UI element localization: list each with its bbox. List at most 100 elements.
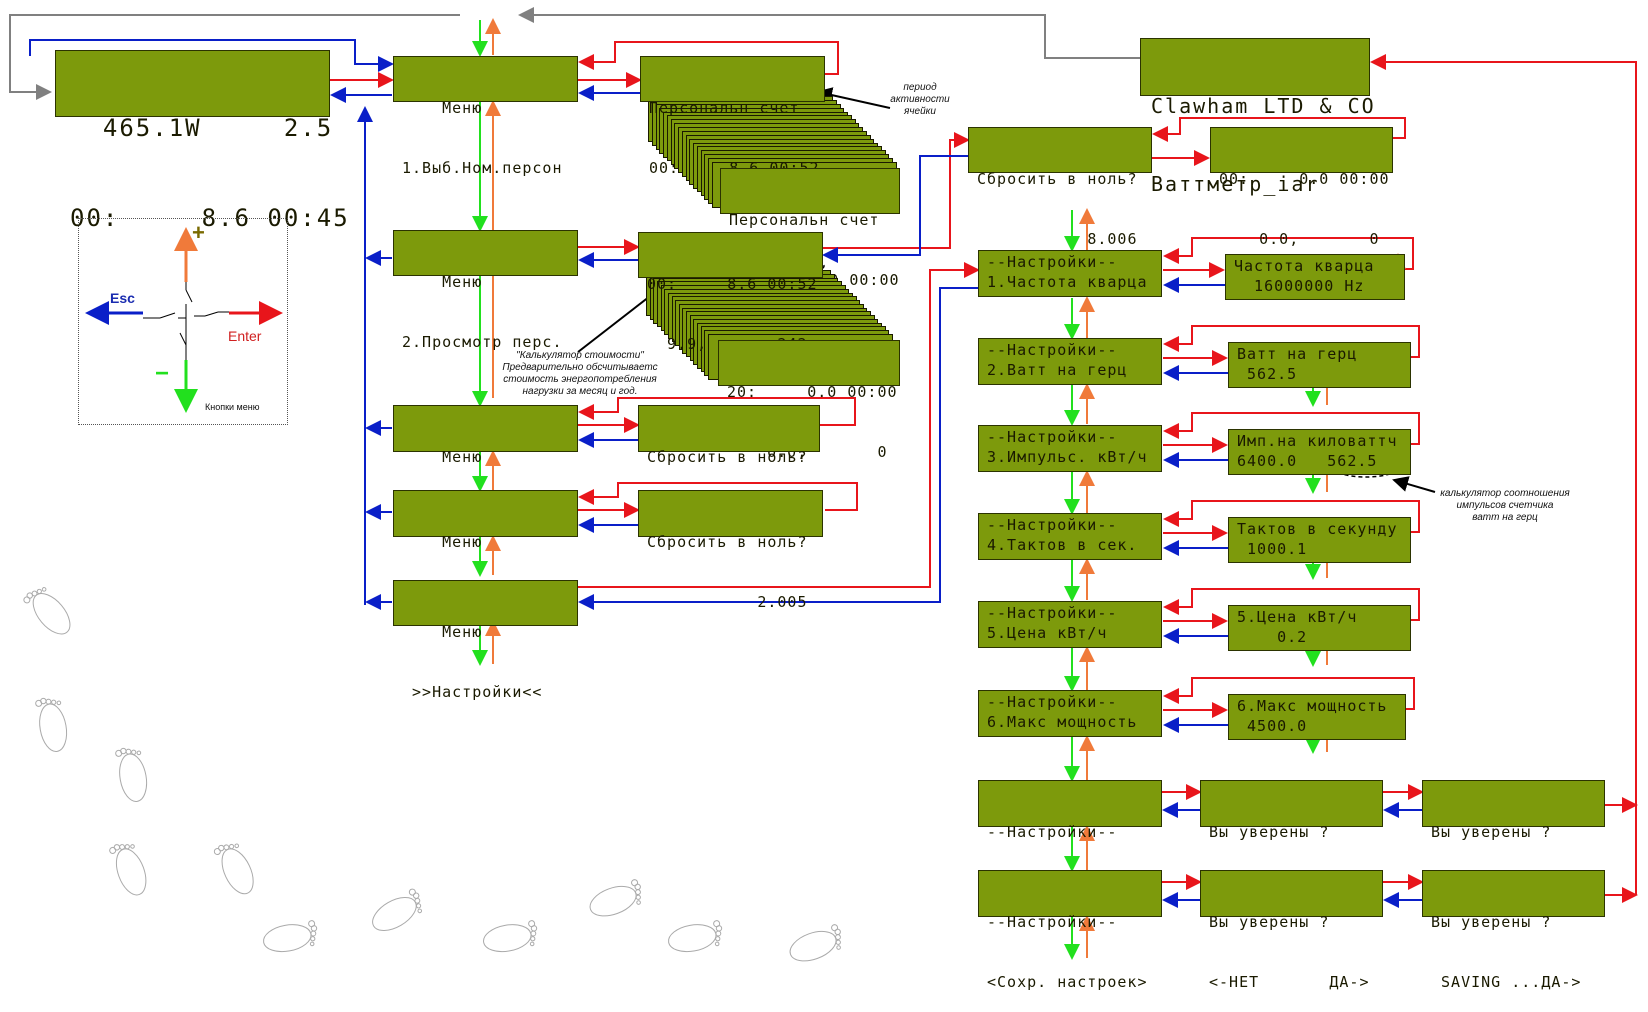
menu3-4-links bbox=[578, 397, 858, 533]
menu-title: Меню bbox=[402, 273, 483, 291]
value-title: Частота кварца bbox=[1234, 257, 1375, 275]
confirm-options: <-НЕТ ДА-> bbox=[1209, 973, 1370, 991]
view-person-last: 20: 0.0 00:00 0.0, 0 bbox=[718, 340, 900, 461]
settings-title: --Настройки-- bbox=[987, 428, 1118, 446]
restore-defaults-menu[interactable]: --Настройки-- <Вост.умолчания> bbox=[978, 780, 1162, 901]
value-number: 0.2 bbox=[1237, 628, 1308, 646]
settings-label: 3.Импульс. кВт/ч bbox=[987, 448, 1148, 466]
menu-label: 1.Выб.Ном.персон bbox=[402, 159, 563, 177]
settings-title: --Настройки-- bbox=[987, 341, 1118, 359]
menu-item-select-person[interactable]: Меню 1.Выб.Ном.персон bbox=[393, 56, 578, 177]
confirm-question: Вы уверены ? bbox=[1209, 913, 1330, 931]
save-settings-menu[interactable]: --Настройки-- <Сохр. настроек> bbox=[978, 870, 1162, 991]
person-stats: 00: 8.6 00:52 bbox=[647, 275, 818, 293]
settings-value-3[interactable]: Имп.на киловаттч 6400.0 562.5 bbox=[1228, 429, 1411, 475]
personal-account-last: Персональн счет 20: 0.0 00:00 bbox=[720, 168, 900, 289]
splash-screen: Clawham LTD & CO Ваттметр_iar bbox=[1140, 38, 1374, 196]
settings-item-3[interactable]: --Настройки-- 3.Импульс. кВт/ч bbox=[978, 425, 1162, 472]
value-title: Тактов в секунду bbox=[1237, 520, 1398, 538]
settings-nav-arrows bbox=[1064, 208, 1095, 960]
confirm-question: Сбросить в ноль? bbox=[647, 448, 808, 466]
value-number: 16000000 Hz bbox=[1234, 277, 1365, 295]
settings-value-6[interactable]: 6.Макс мощность 4500.0 bbox=[1228, 694, 1406, 740]
settings-title: --Настройки-- bbox=[987, 604, 1118, 622]
legend-arrows bbox=[85, 227, 283, 413]
result-line1: 00: 0.0 00:00 bbox=[1219, 170, 1390, 188]
settings-value-2[interactable]: Ватт на герц 562.5 bbox=[1228, 342, 1411, 388]
reset-total-confirm[interactable]: Сбросить в ноль? 8.006 bbox=[638, 405, 820, 526]
menu5-settings-links bbox=[578, 262, 980, 610]
settings-title: --Настройки-- bbox=[987, 693, 1118, 711]
main-menu-links bbox=[29, 39, 394, 605]
confirm-value: 2.005 bbox=[647, 593, 808, 611]
settings-label: 4.Тактов в сек. bbox=[987, 536, 1138, 554]
settings-title: --Настройки-- bbox=[987, 913, 1118, 931]
reset-person-result: 00: 0.0 00:00 0.0, 0 bbox=[1210, 127, 1393, 248]
value-title: 5.Цена кВт/ч bbox=[1237, 608, 1358, 626]
settings-value-5[interactable]: 5.Цена кВт/ч 0.2 bbox=[1228, 605, 1411, 651]
return-line bbox=[9, 7, 1140, 100]
settings-item-4[interactable]: --Настройки-- 4.Тактов в сек. bbox=[978, 513, 1162, 560]
value-number: 1000.1 bbox=[1237, 540, 1308, 558]
result-line2: 0.0, 0 bbox=[1219, 230, 1380, 248]
menu-title: Меню bbox=[402, 448, 483, 466]
reset-person-confirm[interactable]: Сбросить в ноль? 8.006 bbox=[968, 127, 1152, 248]
value-number: 4500.0 bbox=[1237, 717, 1308, 735]
restore-defaults-confirm[interactable]: Вы уверены ? <-НЕТ ДА-> bbox=[1200, 780, 1383, 901]
menu-item-reset-current[interactable]: Меню 4.Сброс текущего bbox=[393, 490, 578, 611]
menu-item-reset-total[interactable]: Меню 3.Сброс общего bbox=[393, 405, 578, 526]
value-number: 6400.0 562.5 bbox=[1237, 452, 1378, 470]
confirm-question: Вы уверены ? bbox=[1431, 823, 1552, 841]
confirm-question: Сбросить в ноль? bbox=[977, 170, 1138, 188]
save-return-link bbox=[1163, 677, 1415, 710]
status-message: SAVING ...ДА-> bbox=[1431, 973, 1582, 991]
settings-item-2[interactable]: --Настройки--2.Ватт на герц bbox=[978, 338, 1162, 385]
buttons-legend bbox=[78, 218, 288, 425]
value-number: 562.5 bbox=[1237, 365, 1298, 383]
account-title: Персональн счет bbox=[649, 99, 800, 117]
main-display: 465.1W 2.5 00: 8.6 00:45 bbox=[55, 50, 348, 232]
legend-switches bbox=[143, 282, 229, 360]
reset-current-confirm[interactable]: Сбросить в ноль? 2.005 bbox=[638, 490, 823, 611]
save-return-link bbox=[1163, 500, 1420, 533]
menu-label: 2.Просмотр перс. bbox=[402, 333, 563, 351]
settings-title: --Настройки-- bbox=[987, 516, 1118, 534]
note-ratio-calculator: калькулятор соотношения импульсов счетчи… bbox=[1440, 488, 1570, 523]
settings-item-6[interactable]: --Настройки-- 6.Макс мощность bbox=[978, 690, 1162, 737]
personal-account-first: Персональн счет 00: 8.6 00:52 bbox=[640, 56, 825, 177]
splash-line1: Clawham LTD & CO bbox=[1151, 94, 1376, 118]
menu-title: Меню bbox=[402, 533, 483, 551]
confirm-question: Сбросить в ноль? bbox=[647, 533, 808, 551]
settings-value-4[interactable]: Тактов в секунду 1000.1 bbox=[1228, 517, 1411, 563]
legend-esc: Esc bbox=[110, 290, 135, 306]
menu-item-settings[interactable]: Меню >>Настройки<< bbox=[393, 580, 578, 701]
settings-label: 1.Частота кварца bbox=[987, 273, 1148, 291]
account-title: Персональн счет bbox=[729, 211, 880, 229]
settings-value-1[interactable]: Частота кварца 16000000 Hz bbox=[1225, 254, 1405, 300]
legend-enter: Enter bbox=[228, 328, 262, 344]
menu-title: Меню bbox=[402, 99, 483, 117]
confirm-question: Вы уверены ? bbox=[1431, 913, 1552, 931]
settings-label: 5.Цена кВт/ч bbox=[987, 624, 1108, 642]
note-cost-calculator: "Калькулятор стоимости" Предварительно о… bbox=[502, 350, 658, 397]
menu-item-view-person[interactable]: Меню 2.Просмотр перс. bbox=[393, 230, 578, 351]
settings-item-5[interactable]: --Настройки-- 5.Цена кВт/ч bbox=[978, 601, 1162, 648]
legend-plus: + bbox=[192, 220, 205, 245]
save-return-link bbox=[1163, 588, 1420, 621]
splash-line2: Ваттметр_iar bbox=[1151, 172, 1320, 196]
confirm-links bbox=[1162, 54, 1638, 908]
save-settings-confirm[interactable]: Вы уверены ? <-НЕТ ДА-> bbox=[1200, 870, 1383, 991]
value-title: Ватт на герц bbox=[1237, 345, 1358, 363]
confirm-question: Вы уверены ? bbox=[1209, 823, 1330, 841]
person-stats: 20: 0.0 00:00 bbox=[727, 383, 898, 401]
view-person-first: 00: 8.6 00:52 9.9, 242 bbox=[638, 232, 823, 353]
confirm-value: 8.006 bbox=[977, 230, 1138, 248]
value-title: Имп.на киловаттч bbox=[1237, 432, 1398, 450]
reset-person-links bbox=[1152, 117, 1406, 166]
settings-label: 6.Макс мощность bbox=[987, 713, 1138, 731]
menu-title: Меню bbox=[402, 623, 483, 641]
flow-connectors bbox=[9, 7, 1638, 960]
settings-title: --Настройки-- bbox=[987, 253, 1118, 271]
settings-item-1[interactable]: --Настройки-- 1.Частота кварца bbox=[978, 250, 1162, 297]
save-return-link bbox=[1163, 325, 1420, 358]
